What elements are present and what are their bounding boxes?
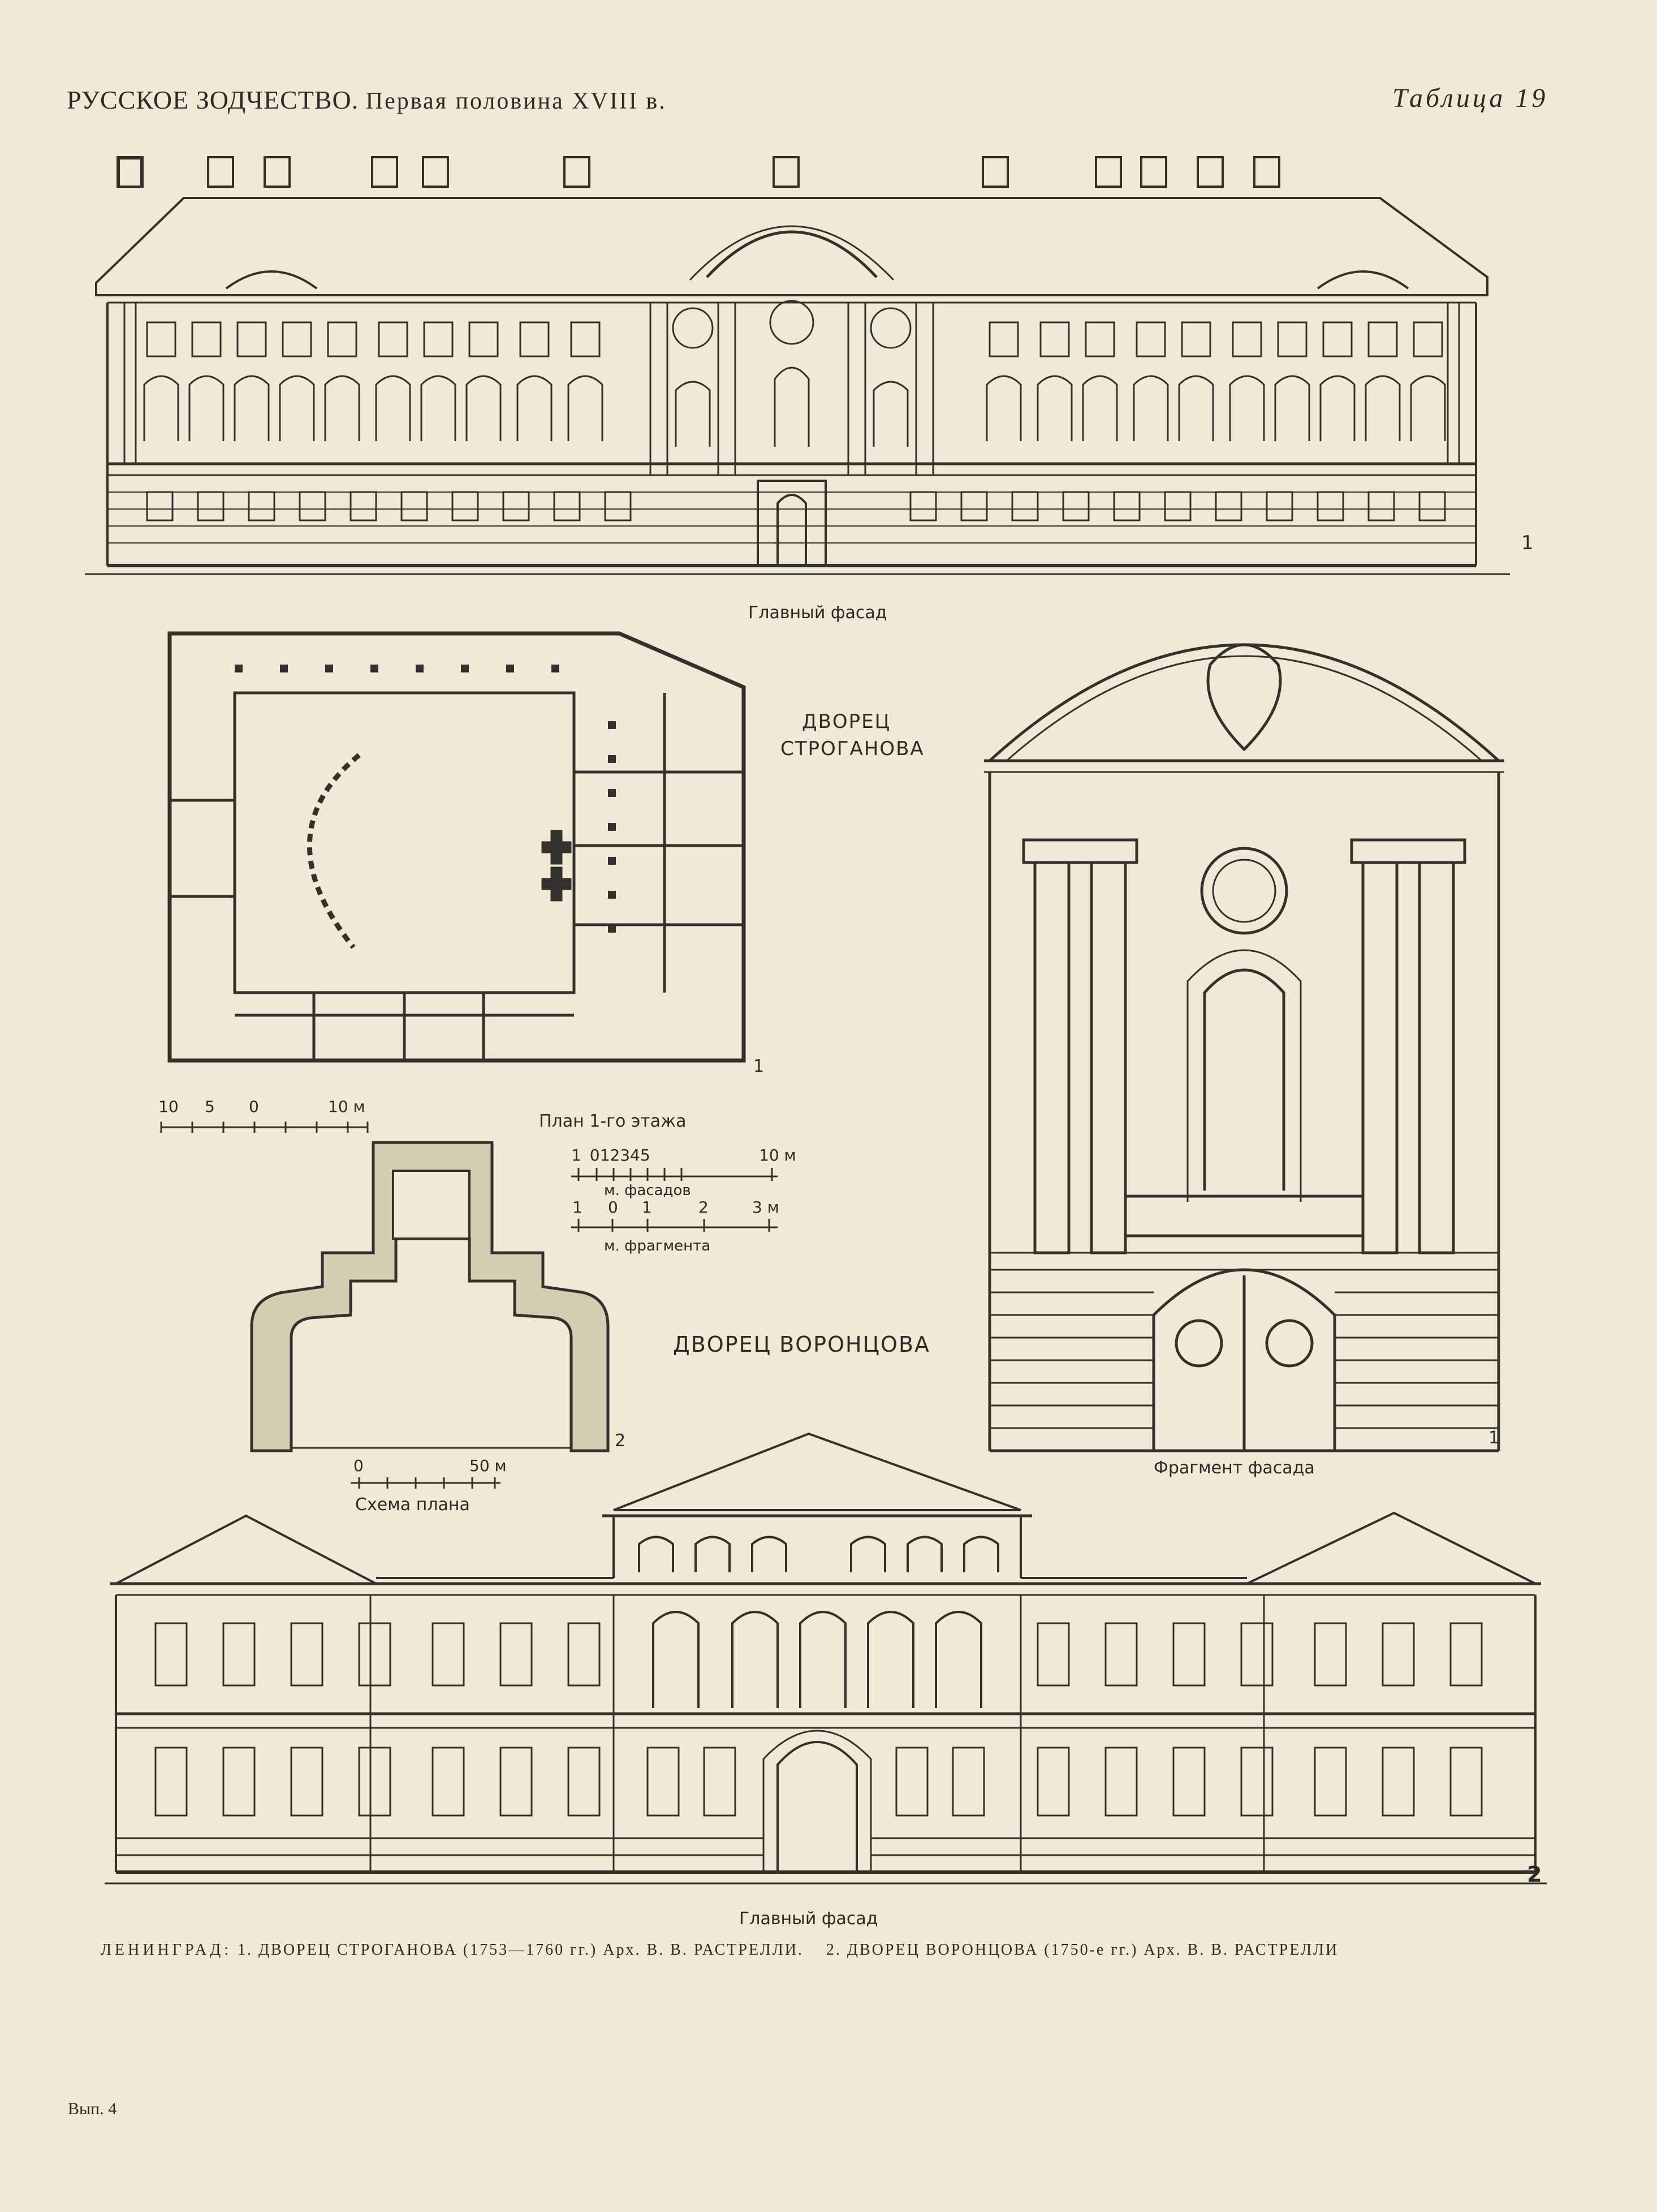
facade-tick-2: 2 [610, 1146, 620, 1165]
facade-tick-3: 3 [620, 1146, 631, 1165]
scheme-scale-50m: 50 м [469, 1456, 507, 1475]
stroganov-fragment-number: 1 [1488, 1428, 1500, 1448]
facade-tick-1: 1 [571, 1146, 581, 1165]
stroganov-plan-title-line1: ДВОРЕЦ [802, 710, 891, 733]
facade-tick-4: 4 [630, 1146, 640, 1165]
fragment-scale-caption: м. фрагмента [604, 1237, 711, 1254]
fragment-tick-1b: 1 [642, 1198, 652, 1217]
vorontsov-scheme-number: 2 [615, 1431, 626, 1451]
facade-scale-numbers: 1 012345 [571, 1146, 650, 1165]
stroganov-plan-drawing [167, 631, 746, 1063]
fragment-scale-bar [571, 1219, 778, 1232]
fragment-tick-0: 0 [608, 1198, 618, 1217]
plan-scale-bar [160, 1122, 369, 1133]
facade-tick-1b: 1 [599, 1146, 610, 1165]
caption-city: ЛЕНИНГРАД: [101, 1941, 232, 1959]
plan-scale-10-left: 10 [158, 1097, 179, 1116]
stroganov-fragment-drawing [984, 643, 1504, 1452]
plate-number: Таблица 19 [1392, 83, 1548, 113]
vorontsov-scheme-caption: Схема плана [355, 1495, 470, 1515]
facade-tick-5: 5 [640, 1146, 650, 1165]
fragment-tick-3m: 3 м [752, 1198, 779, 1217]
page-header-left: РУССКОЕ ЗОДЧЕСТВО. Первая половина XVIII… [67, 85, 667, 115]
stroganov-plan-title-line2: СТРОГАНОВА [780, 738, 925, 760]
vorontsov-facade-drawing [105, 1432, 1547, 1885]
plan-scale-10m: 10 м [328, 1097, 365, 1116]
vorontsov-title: ДВОРЕЦ ВОРОНЦОВА [673, 1332, 931, 1357]
caption-item-2: 2. ДВОРЕЦ ВОРОНЦОВА (1750-е гг.) Арх. В.… [826, 1941, 1339, 1959]
stroganov-plan-number: 1 [753, 1057, 765, 1076]
stroganov-facade-drawing [85, 156, 1510, 575]
plate-caption: ЛЕНИНГРАД: 1. ДВОРЕЦ СТРОГАНОВА (1753—17… [101, 1941, 1339, 1959]
facade-tick-0: 0 [589, 1146, 600, 1165]
plan-scale-5: 5 [205, 1097, 215, 1116]
vorontsov-facade-number: 2 [1527, 1862, 1542, 1887]
scheme-scale-0: 0 [353, 1456, 364, 1475]
caption-item-1: 1. ДВОРЕЦ СТРОГАНОВА (1753—1760 гг.) Арх… [238, 1941, 804, 1959]
stroganov-plan-caption: План 1-го этажа [539, 1111, 687, 1131]
fragment-tick-1: 1 [572, 1198, 582, 1217]
facade-tick-10m: 10 м [759, 1146, 796, 1165]
issue-number: Вып. 4 [68, 2099, 117, 2118]
stroganov-facade-number: 1 [1521, 532, 1534, 554]
vorontsov-scheme-drawing [250, 1141, 610, 1452]
series-title: РУССКОЕ ЗОДЧЕСТВО. [67, 85, 359, 114]
series-subtitle: Первая половина XVIII в. [365, 88, 667, 114]
facade-scale-bar [571, 1168, 778, 1181]
plan-scale-0: 0 [249, 1097, 259, 1116]
fragment-tick-2: 2 [698, 1198, 709, 1217]
stroganov-fragment-caption: Фрагмент фасада [1154, 1458, 1315, 1478]
facade-scale-caption: м. фасадов [604, 1182, 691, 1199]
scheme-scale-bar [351, 1477, 500, 1489]
vorontsov-facade-label: Главный фасад [739, 1909, 878, 1929]
stroganov-facade-label: Главный фасад [748, 603, 887, 623]
